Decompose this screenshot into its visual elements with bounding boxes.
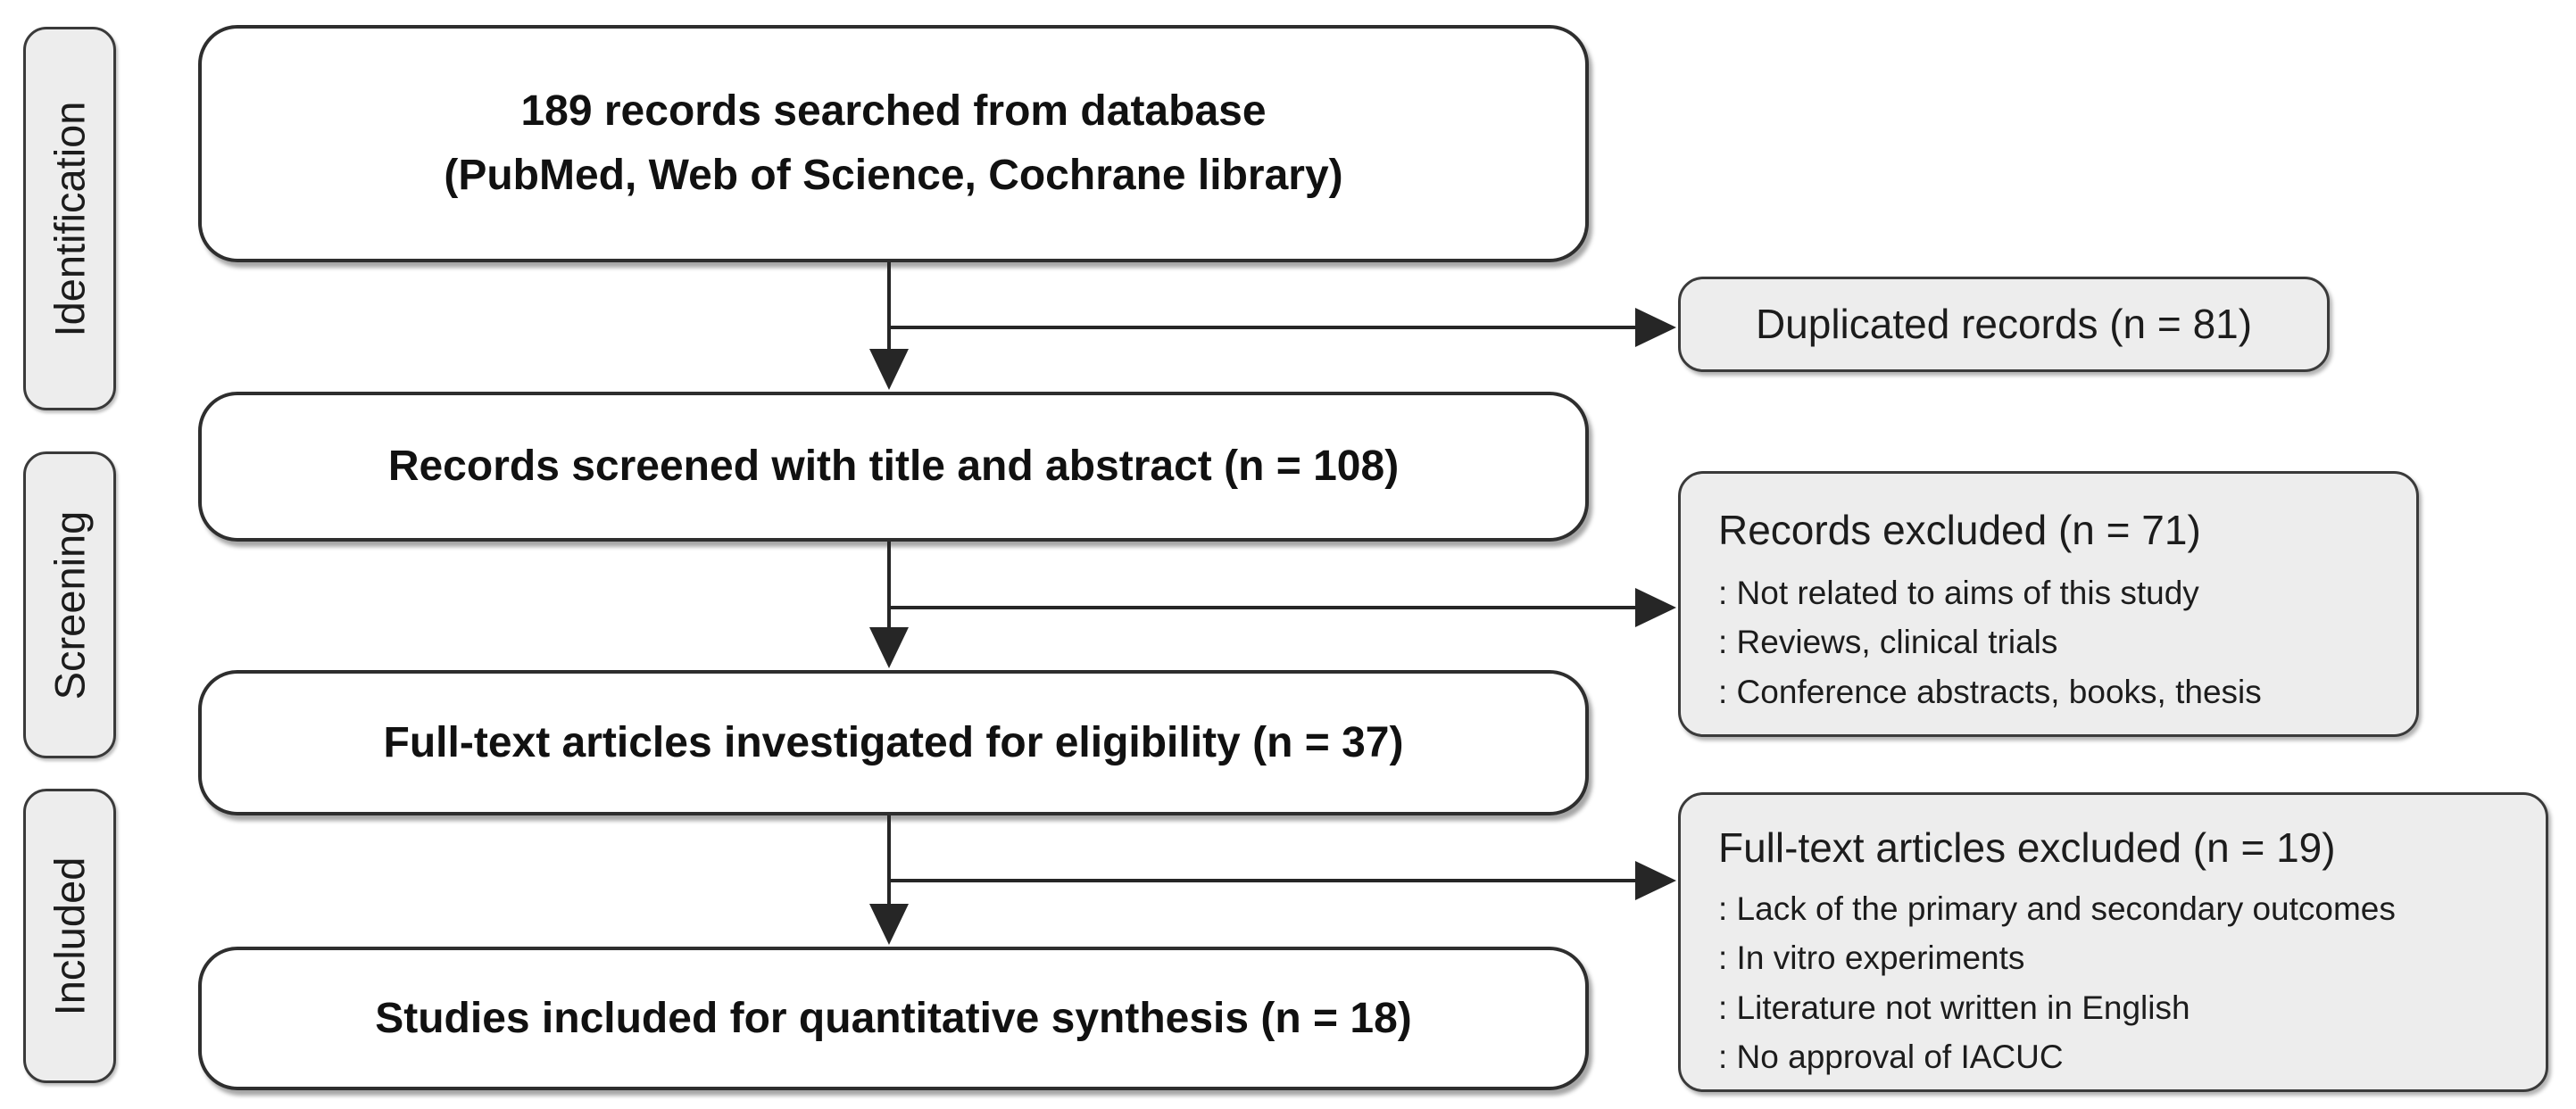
arrowhead-down-into-box4 — [869, 904, 909, 945]
records-excluded-reason-3: : Conference abstracts, books, thesis — [1718, 673, 2262, 710]
side-box-fulltext-excluded: Full-text articles excluded (n = 19) : L… — [1678, 792, 2548, 1092]
side-box-duplicated-records: Duplicated records (n = 81) — [1678, 277, 2330, 372]
fulltext-investigated-text: Full-text articles investigated for elig… — [383, 718, 1404, 766]
arrowhead-right-into-records-excluded — [1635, 588, 1676, 627]
connector-line-box3-to-box4 — [887, 815, 891, 905]
records-searched-line-2: (PubMed, Web of Science, Cochrane librar… — [444, 152, 1343, 199]
stage-label-identification-text: Identification — [46, 101, 94, 336]
connector-line-box2-to-box3 — [887, 542, 891, 631]
stage-label-included: Included — [23, 789, 116, 1083]
connector-line-box1-to-box2 — [887, 262, 891, 352]
stage-label-screening-text: Screening — [46, 510, 94, 699]
stage-label-included-text: Included — [46, 857, 94, 1015]
records-screened-text: Records screened with title and abstract… — [387, 443, 1400, 490]
arrowhead-right-into-fulltext-excluded — [1635, 861, 1676, 900]
side-box-records-excluded: Records excluded (n = 71) : Not related … — [1678, 471, 2419, 737]
fulltext-excluded-title: Full-text articles excluded (n = 19) — [1718, 824, 2336, 871]
records-searched-line-1: 189 records searched from database — [520, 87, 1267, 135]
arrowhead-right-into-duplicated — [1635, 308, 1676, 347]
connector-line-to-records-excluded — [889, 606, 1639, 609]
studies-included-text: Studies included for quantitative synthe… — [375, 994, 1412, 1042]
records-excluded-reason-1: : Not related to aims of this study — [1718, 574, 2199, 611]
connector-line-to-fulltext-excluded — [889, 879, 1639, 882]
connector-line-to-duplicated — [889, 326, 1639, 329]
arrowhead-down-into-box2 — [869, 349, 909, 390]
fulltext-excluded-reason-2: : In vitro experiments — [1718, 939, 2025, 977]
arrowhead-down-into-box3 — [869, 627, 909, 668]
stage-label-screening: Screening — [23, 451, 116, 758]
fulltext-excluded-reason-3: : Literature not written in English — [1718, 989, 2190, 1026]
records-excluded-reason-2: : Reviews, clinical trials — [1718, 624, 2058, 661]
flow-box-studies-included: Studies included for quantitative synthe… — [198, 947, 1589, 1090]
flow-box-records-screened: Records screened with title and abstract… — [198, 392, 1589, 542]
stage-label-identification: Identification — [23, 27, 116, 410]
duplicated-records-text: Duplicated records (n = 81) — [1755, 300, 2253, 347]
fulltext-excluded-reason-4: : No approval of IACUC — [1718, 1039, 2064, 1076]
records-excluded-title: Records excluded (n = 71) — [1718, 507, 2201, 553]
flow-box-fulltext-investigated: Full-text articles investigated for elig… — [198, 670, 1589, 815]
flow-box-records-searched: 189 records searched from database (PubM… — [198, 25, 1589, 262]
fulltext-excluded-reason-1: : Lack of the primary and secondary outc… — [1718, 890, 2396, 927]
